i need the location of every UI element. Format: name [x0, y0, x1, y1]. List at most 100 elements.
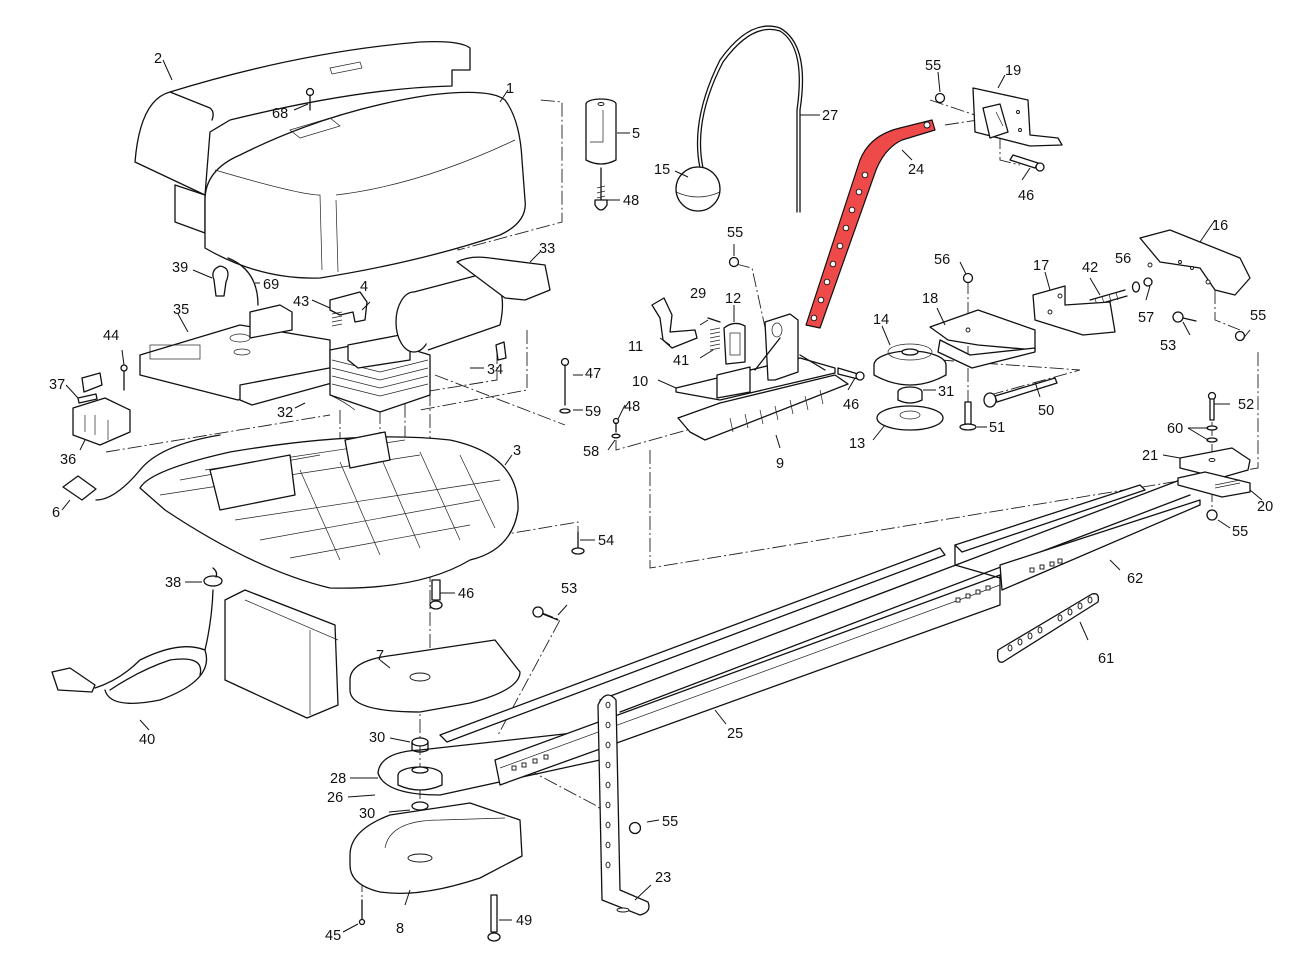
part-17-tensioner-bracket[interactable] [1032, 285, 1116, 336]
part-52-bolt[interactable] [1207, 391, 1217, 421]
part-59-washer[interactable] [559, 408, 571, 414]
part-14-idler-pulley[interactable] [873, 343, 947, 386]
label-part-14: 14 [873, 312, 889, 328]
part-7-upper-belt-guide[interactable] [349, 639, 521, 713]
label-part-44: 44 [103, 328, 119, 344]
part-9-carriage-slider[interactable] [677, 374, 849, 441]
part-45-screw[interactable] [358, 899, 366, 926]
label-part-35: 35 [173, 302, 189, 318]
label-part-27: 27 [822, 108, 838, 124]
part-41-spring[interactable] [709, 327, 721, 351]
part-26-drive-sprocket[interactable] [397, 766, 443, 791]
label-part-9: 9 [776, 456, 784, 472]
label-part-40: 40 [139, 732, 155, 748]
assembly-line-34-59 [434, 374, 566, 426]
part-21-rail-clamp[interactable] [1179, 447, 1251, 479]
part-labels: 2 1 68 5 48 15 27 24 19 55 46 16 55 53 5… [49, 51, 1273, 944]
part-11-release-lever[interactable] [651, 297, 698, 349]
extension-slots [1029, 558, 1063, 573]
part-23-hanger-bracket[interactable] [597, 694, 650, 916]
part-48-screw-carriage[interactable] [612, 417, 620, 433]
part-15-release-knob[interactable] [675, 166, 721, 212]
part-38-cable-gland[interactable] [203, 567, 223, 587]
label-part-13: 13 [849, 436, 865, 452]
part-8-lower-belt-guide[interactable] [349, 802, 523, 894]
power-supply-box [224, 589, 339, 719]
part-10-carriage-plate[interactable] [675, 313, 836, 401]
part-43-spring[interactable] [331, 311, 343, 327]
part-46-bolt-base[interactable] [429, 579, 443, 610]
label-part-34: 34 [487, 362, 503, 378]
label-part-46-top: 46 [1018, 188, 1034, 204]
label-part-16: 16 [1212, 218, 1228, 234]
part-53-screw-rail[interactable] [532, 606, 559, 621]
part-12-latch[interactable] [723, 322, 746, 365]
label-part-56-right: 56 [1115, 251, 1131, 267]
part-68-screw[interactable] [305, 87, 315, 111]
part-48-screw-top[interactable] [594, 167, 608, 211]
part-18-pulley-bracket[interactable] [929, 309, 1036, 369]
part-47-bolt[interactable] [560, 357, 570, 406]
label-part-60: 60 [1167, 421, 1183, 437]
part-1-motor-cover[interactable] [204, 91, 526, 279]
part-19-door-bracket[interactable] [972, 87, 1063, 147]
part-37-fuse[interactable] [77, 372, 103, 404]
part-27-release-cord[interactable] [696, 25, 804, 213]
label-part-25: 25 [727, 726, 743, 742]
label-part-53-rail: 53 [561, 581, 577, 597]
label-part-20: 20 [1257, 499, 1273, 515]
part-4-limit-switch[interactable] [329, 291, 368, 323]
part-49-bolt[interactable] [487, 894, 501, 942]
part-55-nut-hanger[interactable] [628, 821, 642, 835]
part-29-pin[interactable] [707, 317, 721, 323]
label-part-12: 12 [725, 291, 741, 307]
part-46-bolt-19[interactable] [1009, 154, 1045, 172]
part-54-screw[interactable] [571, 531, 585, 555]
assembly-line-50 [939, 359, 1081, 396]
part-51-bolt[interactable] [959, 401, 977, 431]
part-44-screw[interactable] [120, 364, 128, 391]
part-40-power-cord[interactable] [51, 589, 214, 704]
part-62-rail-extension[interactable] [954, 484, 1201, 591]
part-69-lamp-wire[interactable] [227, 257, 259, 306]
part-46-bolt-carriage[interactable] [837, 367, 865, 381]
part-55-nut-16[interactable] [1234, 330, 1246, 342]
part-53-screw-16[interactable] [1172, 311, 1197, 323]
label-part-15: 15 [654, 162, 670, 178]
assembly-line-53 [497, 611, 561, 736]
part-61-joining-plate[interactable] [996, 593, 1100, 663]
part-16-wall-bracket[interactable] [1139, 229, 1251, 296]
part-31-bearing[interactable] [897, 386, 923, 404]
part-56-nut-18[interactable] [962, 272, 974, 284]
part-56-nut-right[interactable] [1143, 277, 1153, 287]
part-13-pulley-washer[interactable] [876, 405, 944, 431]
part-55-nut-19[interactable] [934, 92, 946, 104]
part-55-nut-rail[interactable] [1206, 509, 1218, 521]
part-33-gear-motor[interactable] [395, 256, 551, 361]
part-55-nut-carriage[interactable] [728, 256, 740, 268]
part-3-base-plate[interactable] [139, 431, 519, 589]
part-58-washer[interactable] [611, 433, 621, 439]
part-2-light-cover[interactable] [134, 40, 471, 234]
part-28-toothed-belt[interactable] [377, 729, 601, 796]
part-34-transformer[interactable] [329, 334, 431, 413]
part-50-tension-bolt[interactable] [983, 377, 1058, 408]
label-part-41: 41 [673, 353, 689, 369]
label-part-17: 17 [1033, 258, 1049, 274]
part-25-rail[interactable] [439, 479, 1191, 786]
rail-slots [511, 585, 991, 771]
part-5-cable-guide[interactable] [585, 98, 617, 165]
label-part-23: 23 [655, 870, 671, 886]
part-57-washer[interactable] [1131, 281, 1141, 293]
label-part-50: 50 [1038, 403, 1054, 419]
part-6-pad[interactable] [62, 434, 221, 501]
part-20-rail-pad[interactable] [1177, 471, 1251, 498]
part-39-bulb[interactable] [212, 265, 229, 297]
part-36-terminal-block[interactable] [72, 397, 131, 446]
part-30-spacer-lower[interactable] [411, 801, 429, 811]
part-24-door-arm[interactable] [805, 119, 936, 329]
label-part-1: 1 [506, 81, 514, 97]
label-part-6: 6 [52, 505, 60, 521]
label-part-52: 52 [1238, 397, 1254, 413]
